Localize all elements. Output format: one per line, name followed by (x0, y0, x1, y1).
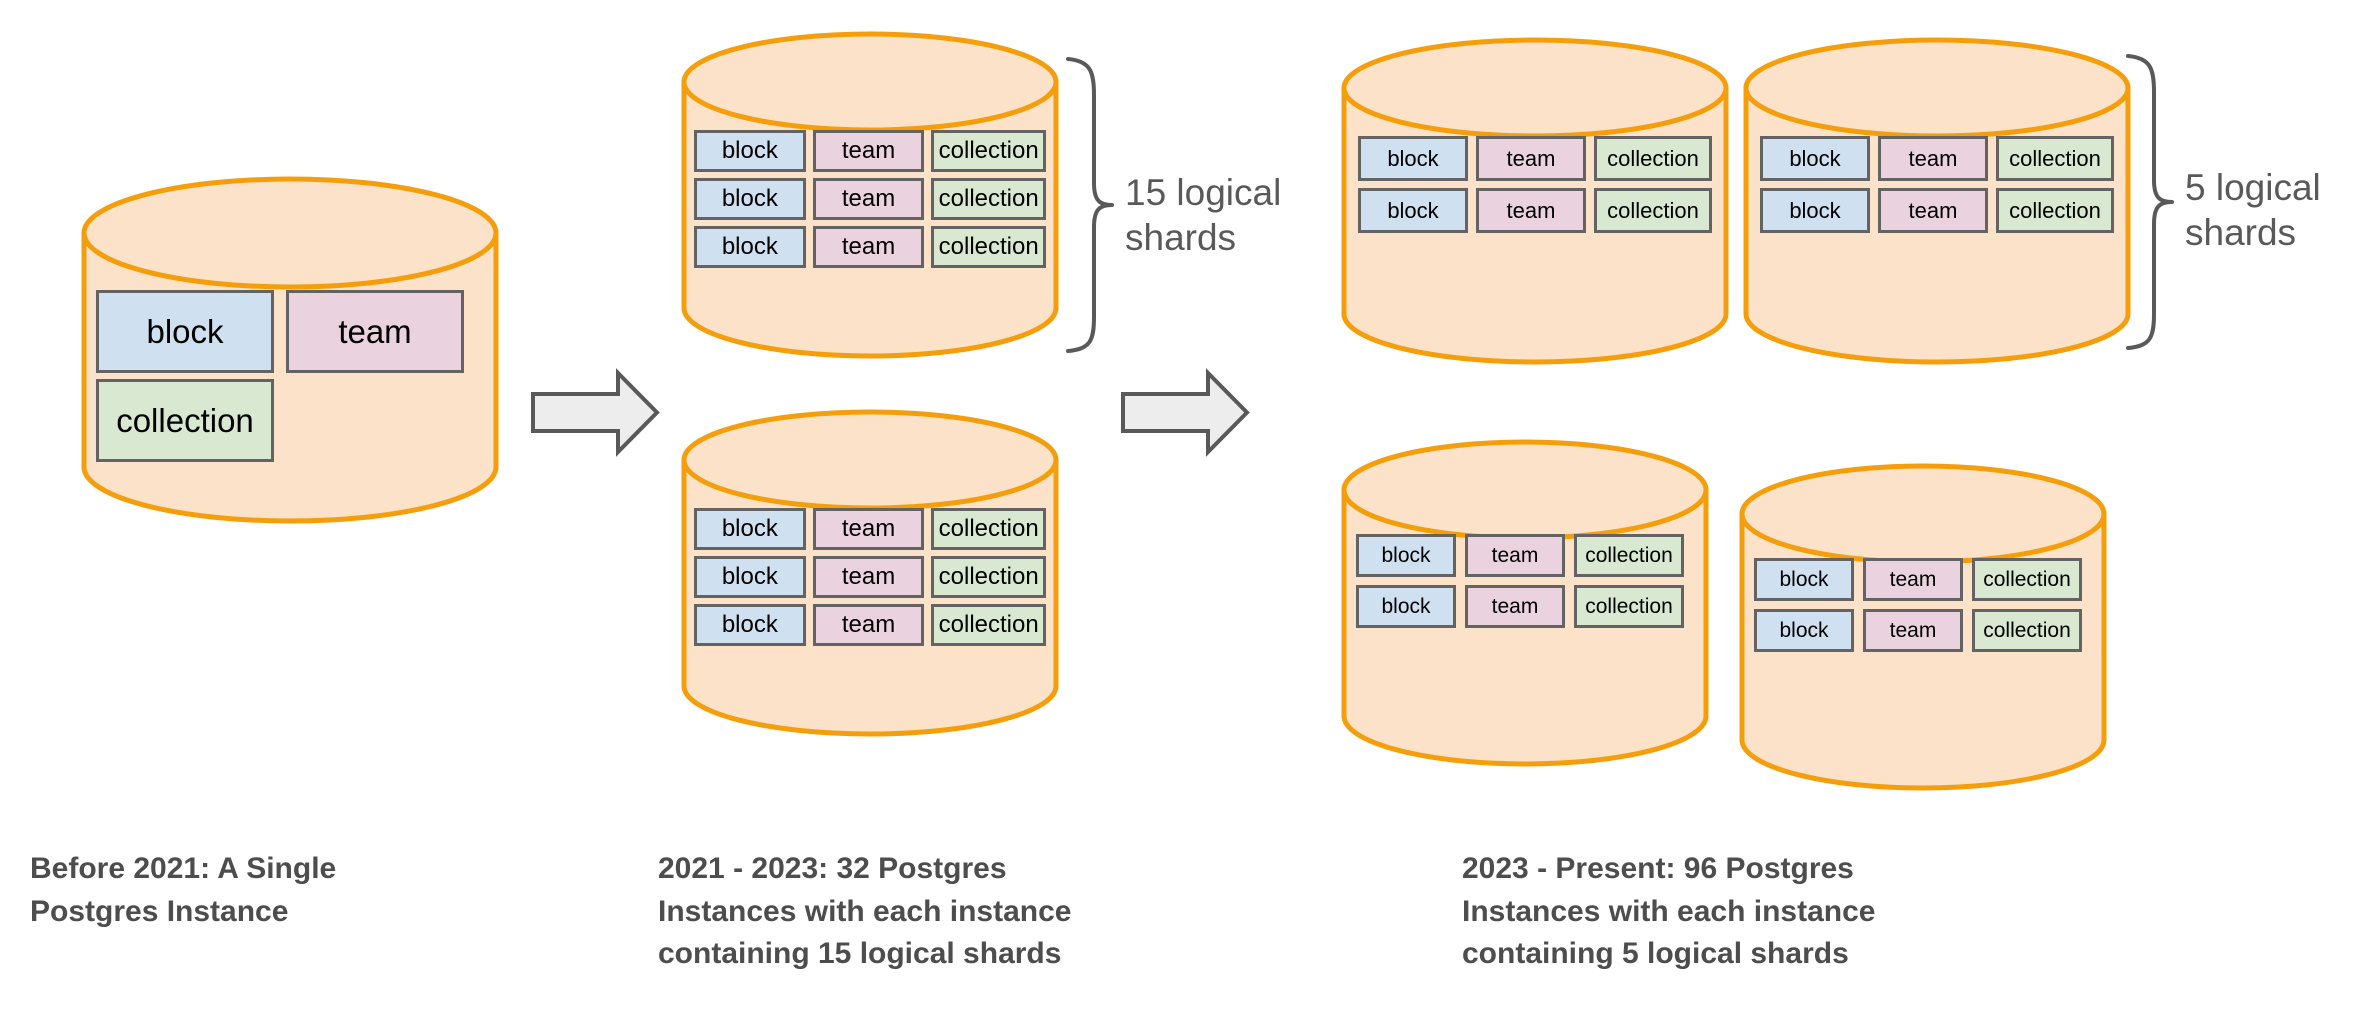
table-box-collection[interactable]: collection (931, 178, 1046, 220)
brace-stage2 (1060, 55, 1120, 355)
cylinder-stage3-instance2: block team collection block team collect… (1742, 36, 2132, 366)
table-box-team[interactable]: team (1465, 534, 1565, 577)
table-box-collection[interactable]: collection (931, 130, 1046, 172)
table-box-collection[interactable]: collection (931, 556, 1046, 598)
cylinder-stage2-instance2: block team collection block team collect… (680, 408, 1060, 738)
table-box-block[interactable]: block (1356, 585, 1456, 628)
cylinder-stage3-instance4: block team collection block team collect… (1738, 462, 2108, 792)
table-box-collection[interactable]: collection (931, 604, 1046, 646)
table-box-block[interactable]: block (1754, 609, 1854, 652)
table-box-team[interactable]: team (1863, 609, 1963, 652)
table-box-collection[interactable]: collection (1594, 188, 1712, 233)
table-box-team[interactable]: team (1878, 136, 1988, 181)
shard-row: block team collection (1358, 188, 1712, 233)
table-box-block[interactable]: block (694, 178, 806, 220)
table-box-collection[interactable]: collection (1574, 585, 1684, 628)
table-box-team[interactable]: team (1476, 188, 1586, 233)
shard-row: block team collection (694, 508, 1046, 550)
cylinder-stage2-instance1: block team collection block team collect… (680, 30, 1060, 360)
shard-row: block team (96, 290, 484, 373)
table-box-block[interactable]: block (1358, 188, 1468, 233)
shard-table-grid: block team collection block team collect… (1340, 136, 1730, 233)
brace-label-stage2: 15 logical shards (1125, 172, 1282, 259)
table-box-team[interactable]: team (1465, 585, 1565, 628)
shard-row: collection (96, 379, 484, 462)
shard-row: block team collection (1760, 188, 2114, 233)
table-box-team[interactable]: team (812, 178, 925, 220)
shard-row: block team collection (1356, 585, 1694, 628)
cylinder-stage3-instance3: block team collection block team collect… (1340, 438, 1710, 768)
arrow-stage2-to-stage3 (1120, 368, 1250, 457)
arrow-stage1-to-stage2 (530, 368, 660, 457)
table-box-team[interactable]: team (812, 508, 925, 550)
shard-table-grid: block team collection block team collect… (1340, 534, 1710, 628)
caption-stage3: 2023 - Present: 96 Postgres Instances wi… (1462, 852, 1876, 971)
table-box-block[interactable]: block (1760, 136, 1870, 181)
right-arrow-icon (531, 368, 660, 457)
shard-row: block team collection (694, 178, 1046, 220)
caption-stage2: 2021 - 2023: 32 Postgres Instances with … (658, 852, 1072, 971)
shard-row: block team collection (1754, 609, 2092, 652)
table-box-team[interactable]: team (812, 130, 925, 172)
table-box-team[interactable]: team (812, 604, 925, 646)
caption-stage1: Before 2021: A Single Postgres Instance (30, 852, 337, 928)
shard-table-grid: block team collection block team collect… (680, 130, 1060, 268)
curly-brace-icon (2126, 54, 2174, 350)
shard-table-grid: block team collection block team collect… (1738, 558, 2108, 652)
shard-row: block team collection (694, 226, 1046, 268)
table-box-team[interactable]: team (1863, 558, 1963, 601)
table-box-block[interactable]: block (1754, 558, 1854, 601)
shard-table-grid: block team collection (80, 290, 500, 462)
table-box-collection[interactable]: collection (1996, 188, 2114, 233)
shard-row: block team collection (694, 604, 1046, 646)
shard-row: block team collection (1754, 558, 2092, 601)
right-arrow-icon (1121, 368, 1250, 457)
table-box-team[interactable]: team (1878, 188, 1988, 233)
table-box-team[interactable]: team (1476, 136, 1586, 181)
table-box-collection[interactable]: collection (931, 508, 1046, 550)
table-box-block[interactable]: block (96, 290, 274, 373)
table-box-block[interactable]: block (1760, 188, 1870, 233)
table-box-collection[interactable]: collection (1972, 609, 2082, 652)
table-box-team[interactable]: team (812, 226, 925, 268)
table-box-block[interactable]: block (694, 556, 806, 598)
table-box-team[interactable]: team (286, 290, 464, 373)
table-box-block[interactable]: block (694, 226, 806, 268)
table-box-block[interactable]: block (694, 604, 806, 646)
cylinder-stage3-instance1: block team collection block team collect… (1340, 36, 1730, 366)
shard-row: block team collection (694, 130, 1046, 172)
shard-row: block team collection (1358, 136, 1712, 181)
table-box-collection[interactable]: collection (1594, 136, 1712, 181)
shard-row: block team collection (1760, 136, 2114, 181)
table-box-collection[interactable]: collection (1574, 534, 1684, 577)
table-box-collection[interactable]: collection (96, 379, 274, 462)
shard-table-grid: block team collection block team collect… (1742, 136, 2132, 233)
table-box-team[interactable]: team (812, 556, 925, 598)
table-box-block[interactable]: block (694, 508, 806, 550)
table-box-block[interactable]: block (694, 130, 806, 172)
shard-row: block team collection (694, 556, 1046, 598)
shard-table-grid: block team collection block team collect… (680, 508, 1060, 646)
brace-label-stage3: 5 logical shards (2185, 167, 2321, 254)
cylinder-stage1-instance1: block team collection (80, 175, 500, 525)
table-box-block[interactable]: block (1358, 136, 1468, 181)
table-box-collection[interactable]: collection (1996, 136, 2114, 181)
curly-brace-icon (1066, 57, 1114, 353)
table-box-collection[interactable]: collection (1972, 558, 2082, 601)
shard-row: block team collection (1356, 534, 1694, 577)
table-box-collection[interactable]: collection (931, 226, 1046, 268)
table-box-block[interactable]: block (1356, 534, 1456, 577)
brace-stage3 (2120, 52, 2180, 352)
